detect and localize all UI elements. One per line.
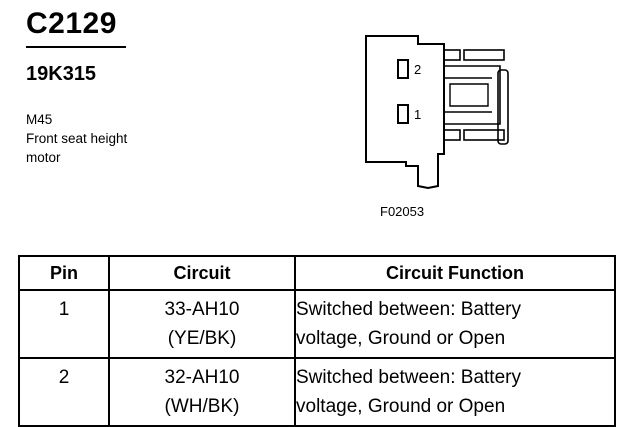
function-line-1: Switched between: Battery bbox=[296, 367, 521, 388]
function-cell: Switched between: Battery voltage, Groun… bbox=[294, 289, 616, 359]
lower-terminal-tab-right bbox=[463, 129, 505, 141]
pin-cell: 1 bbox=[18, 289, 110, 359]
pin-2-cavity bbox=[397, 59, 409, 79]
location-code: M45 bbox=[26, 112, 53, 127]
latch-ramp bbox=[497, 69, 509, 145]
function-cell: Switched between: Battery voltage, Groun… bbox=[294, 357, 616, 427]
connector-latch bbox=[444, 65, 501, 125]
connector-face-diagram: 2 1 bbox=[365, 35, 509, 190]
header-circuit-function: Circuit Function bbox=[294, 255, 616, 291]
pin-2-label: 2 bbox=[414, 62, 421, 77]
pin-1-cavity bbox=[397, 104, 409, 124]
description-line-2: motor bbox=[26, 150, 61, 165]
connector-id: C2129 bbox=[26, 7, 117, 40]
header-pin: Pin bbox=[18, 255, 110, 291]
circuit-color: (YE/BK) bbox=[167, 328, 237, 349]
function-line-1: Switched between: Battery bbox=[296, 299, 521, 320]
table-row: 1 33-AH10 (YE/BK) Switched between: Batt… bbox=[18, 289, 616, 359]
lower-terminal-tab-left bbox=[443, 129, 461, 141]
circuit-cell: 33-AH10 (YE/BK) bbox=[108, 289, 296, 359]
circuit-color: (WH/BK) bbox=[164, 396, 240, 417]
function-line-2: voltage, Ground or Open bbox=[296, 396, 506, 417]
pin-1-label: 1 bbox=[414, 107, 421, 122]
figure-code: F02053 bbox=[380, 204, 425, 219]
header-circuit: Circuit bbox=[108, 255, 296, 291]
circuit-number: 32-AH10 bbox=[164, 367, 240, 388]
connector-description: M45 Front seat height motor bbox=[26, 110, 127, 167]
pin-table: Pin Circuit Circuit Function 1 33-AH10 (… bbox=[18, 255, 616, 427]
upper-terminal-tab-left bbox=[443, 49, 461, 61]
circuit-cell: 32-AH10 (WH/BK) bbox=[108, 357, 296, 427]
circuit-number: 33-AH10 bbox=[164, 299, 240, 320]
pin-cell: 2 bbox=[18, 357, 110, 427]
upper-terminal-tab-right bbox=[463, 49, 505, 61]
function-line-2: voltage, Ground or Open bbox=[296, 328, 506, 349]
table-header-row: Pin Circuit Circuit Function bbox=[18, 255, 616, 291]
connector-body bbox=[365, 35, 445, 190]
description-line-1: Front seat height bbox=[26, 131, 128, 146]
title-rule bbox=[26, 46, 126, 48]
table-row: 2 32-AH10 (WH/BK) Switched between: Batt… bbox=[18, 357, 616, 427]
part-number: 19K315 bbox=[26, 63, 97, 85]
